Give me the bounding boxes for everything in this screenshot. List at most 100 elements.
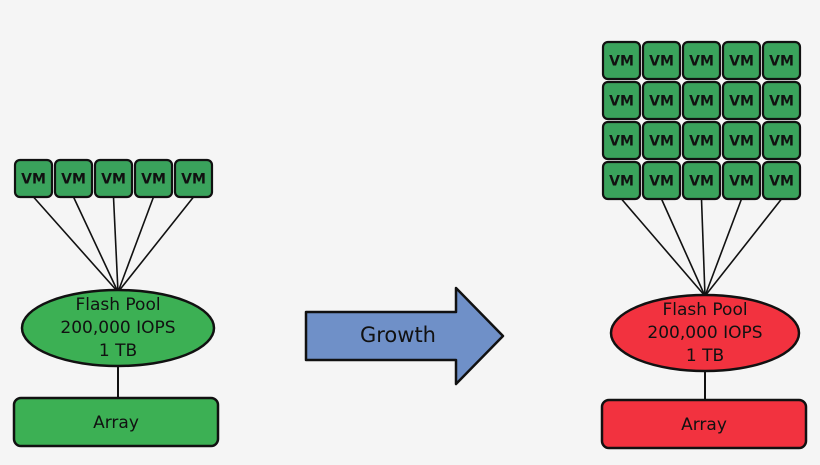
after-vm-label: VM [609,94,634,110]
after-vm-box: VM [601,80,642,121]
after-vm-box: VM [641,160,682,201]
after-vm-label: VM [769,134,794,150]
after-vm-box-shape [601,80,642,121]
after-vm-label: VM [689,94,714,110]
after-vm-label: VM [769,174,794,190]
after-array: Array [600,398,808,450]
after-vm-label: VM [649,54,674,70]
before-vm-box-shape [173,158,214,199]
after-vm-box: VM [601,120,642,161]
after-vm-box-shape [641,160,682,201]
after-array-shape [600,398,808,450]
after-vm-box: VM [641,120,682,161]
after-flash-pool-iops: 200,000 IOPS [647,323,762,343]
after-vm-box: VM [681,160,722,201]
after-vm-box-shape [681,160,722,201]
growth-arrow-shape [304,286,505,386]
after-vm-label: VM [609,54,634,70]
after-vm-box-shape [761,80,802,121]
before-vm-label: VM [141,172,166,188]
after-vm-box-shape [601,160,642,201]
after-vm-box-shape [721,160,762,201]
after-vm-connection-line [700,198,706,297]
before-flash-pool-iops: 200,000 IOPS [60,318,175,338]
after-vm-label: VM [609,174,634,190]
after-vm-box-shape [601,40,642,81]
after-vm-box: VM [601,160,642,201]
after-vm-connections [620,198,783,297]
before-vm-box-shape [133,158,174,199]
before-vm-connection-line [32,196,119,293]
before-vm-label: VM [61,172,86,188]
before-array: Array [12,396,220,448]
after-flash-pool-name: Flash Pool [662,300,747,320]
after-vm-box-shape [761,40,802,81]
after-vm-box: VM [761,80,802,121]
after-vm-box: VM [721,80,762,121]
after-vm-label: VM [649,134,674,150]
before-array-label: Array [93,413,139,433]
after-vm-label: VM [689,54,714,70]
after-vm-box: VM [761,160,802,201]
after-vm-box: VM [641,80,682,121]
before-array-shape [12,396,220,448]
growth-arrow-label: Growth [360,323,436,347]
after-flash-pool-capacity: 1 TB [686,346,724,366]
after-flash-pool: Flash Pool 200,000 IOPS 1 TB [609,293,801,373]
before-flash-pool: Flash Pool 200,000 IOPS 1 TB [20,288,216,368]
after-vm-box-shape [641,40,682,81]
after-vm-box: VM [681,40,722,81]
after-vm-label: VM [609,134,634,150]
after-vm-box: VM [761,120,802,161]
after-vm-box: VM [721,120,762,161]
before-vm-connection-line [112,196,119,293]
after-vm-connection-line [620,198,706,297]
before-flash-pool-name: Flash Pool [75,295,160,315]
before-vm-box: VM [53,158,94,199]
after-vm-box-shape [721,40,762,81]
after-vm-box: VM [641,40,682,81]
before-vm-label: VM [181,172,206,188]
growth-arrow: Growth [304,286,505,386]
after-vm-box: VM [681,120,722,161]
after-vm-label: VM [769,94,794,110]
after-vm-box: VM [681,80,722,121]
before-flash-pool-capacity: 1 TB [99,341,137,361]
after-vm-box-shape [681,120,722,161]
before-vm-row: VM VM VM VM VM [13,158,214,199]
before-vm-box: VM [133,158,174,199]
after-array-label: Array [681,415,727,435]
before-vm-box-shape [93,158,134,199]
after-vm-box: VM [761,40,802,81]
after-vm-box-shape [681,80,722,121]
after-vm-label: VM [729,94,754,110]
after-vm-box: VM [721,40,762,81]
after-vm-label: VM [729,174,754,190]
after-vm-label: VM [729,54,754,70]
before-vm-connection-line [72,196,119,293]
after-vm-label: VM [769,54,794,70]
after-vm-box-shape [641,80,682,121]
after-vm-box-shape [601,120,642,161]
before-vm-label: VM [101,172,126,188]
after-vm-box-shape [761,120,802,161]
after-vm-label: VM [729,134,754,150]
after-vm-box-shape [721,120,762,161]
after-vm-connection-line [704,198,743,297]
before-vm-box: VM [93,158,134,199]
after-vm-connection-line [660,198,706,297]
before-vm-box: VM [13,158,54,199]
before-vm-label: VM [21,172,46,188]
before-vm-connections [32,196,195,293]
after-vm-box-shape [761,160,802,201]
before-vm-connection-line [117,196,195,293]
before-vm-connection-line [117,196,155,293]
after-vm-box-shape [641,120,682,161]
after-vm-box: VM [721,160,762,201]
before-vm-box-shape [53,158,94,199]
